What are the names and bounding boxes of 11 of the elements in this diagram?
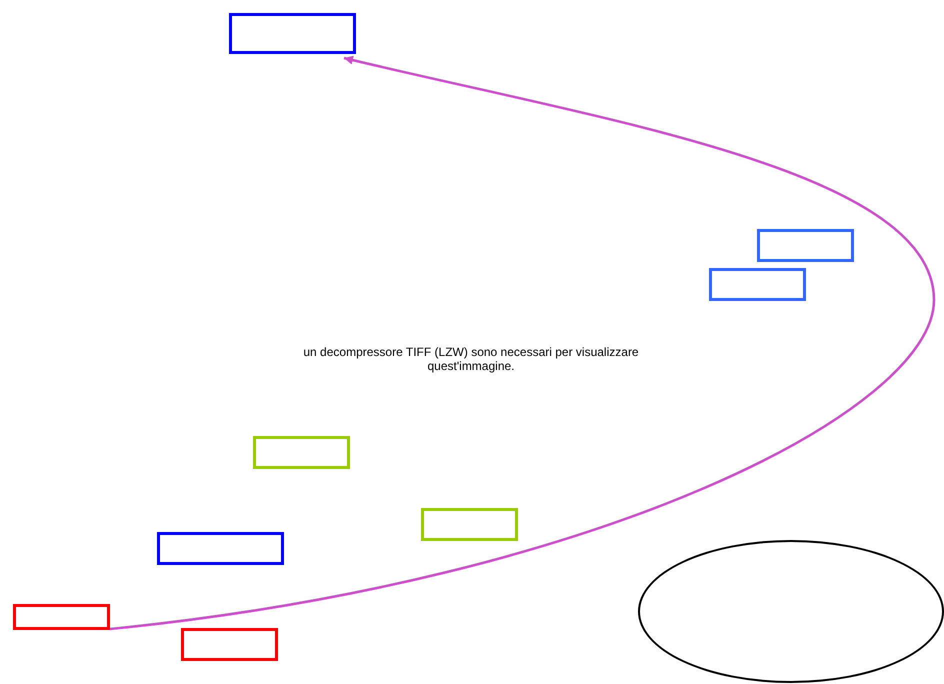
empty-box — [421, 508, 518, 541]
empty-box — [757, 229, 854, 262]
empty-box — [181, 628, 278, 661]
empty-box — [253, 436, 350, 469]
placeholder-note: un decompressore TIFF (LZW) sono necessari per visualizzare quest'immagine. — [302, 345, 640, 373]
ellipse-shape — [638, 540, 944, 683]
curved-arrow — [110, 56, 936, 630]
empty-box — [229, 13, 356, 54]
empty-box — [709, 268, 806, 301]
empty-box — [13, 604, 110, 630]
empty-box — [157, 532, 284, 565]
